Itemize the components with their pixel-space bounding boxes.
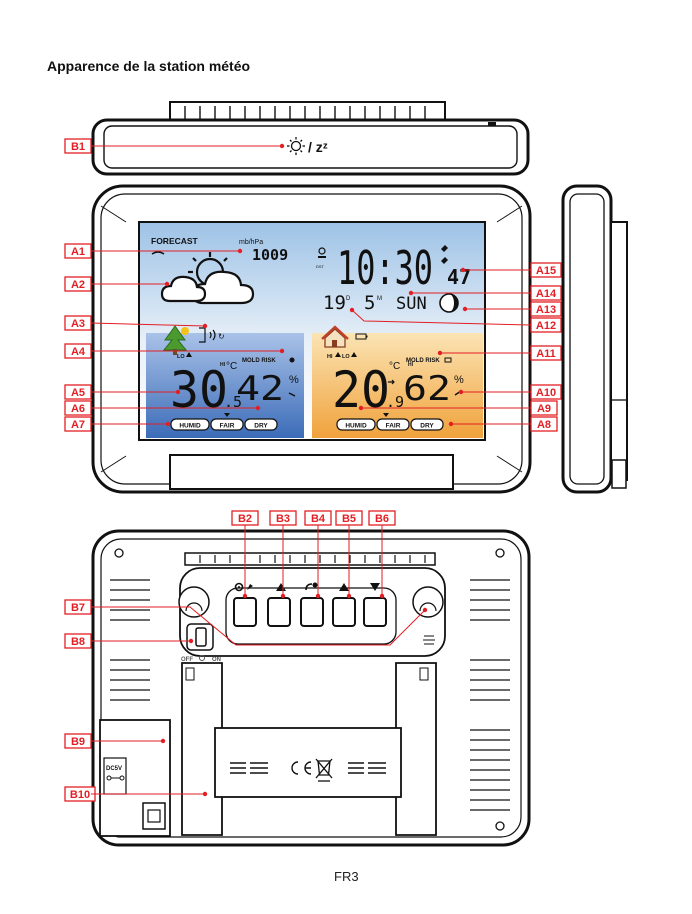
callout-label-b9: B9 [71, 736, 85, 748]
callout-label-b1: B1 [71, 141, 85, 153]
mold-risk-button[interactable] [268, 598, 290, 626]
callout-label-b7: B7 [71, 602, 85, 614]
outdoor-comfort-humid: HUMID [345, 423, 367, 430]
callout-label-b8: B8 [71, 636, 85, 648]
indoor-mold-icon [290, 358, 295, 363]
outdoor-temp-unit: °C [389, 361, 400, 372]
callout-label-a9: A9 [537, 403, 551, 415]
callout-label-a1: A1 [71, 246, 85, 258]
hanging-hole-right [413, 587, 443, 617]
forecast-label: FORECAST [151, 236, 199, 246]
indoor-comfort-humid: HUMID [179, 423, 201, 430]
side-dc-jack [612, 460, 626, 488]
date-day-suffix: D [346, 296, 351, 302]
settings-alarm-button[interactable] [234, 598, 256, 626]
outdoor-comfort-dry: DRY [420, 423, 434, 430]
outdoor-temp: 20 [332, 361, 390, 419]
callout-label-b3: B3 [276, 513, 290, 525]
callout-label-a3: A3 [71, 318, 85, 330]
callout-label-a13: A13 [536, 304, 556, 316]
page-footer: FR3 [334, 869, 359, 884]
callout-label-a4: A4 [71, 346, 86, 358]
callout-label-a10: A10 [536, 387, 556, 399]
hanging-hole-left [179, 587, 209, 617]
outdoor-humidity: 62 [403, 369, 451, 409]
indoor-humidity: 42 [236, 369, 284, 409]
outdoor-humidity-unit: % [454, 374, 464, 386]
indoor-lo-label: LO [177, 354, 185, 360]
up-button[interactable] [333, 598, 355, 626]
indoor-comfort-dry: DRY [254, 423, 268, 430]
callout-label-b2: B2 [238, 513, 252, 525]
front-view [93, 186, 530, 492]
callout-label-a11: A11 [536, 348, 556, 360]
callout-label-a15: A15 [536, 265, 556, 277]
clock-seconds: 47 [447, 265, 471, 289]
down-button[interactable] [364, 598, 386, 626]
callout-label-a5: A5 [71, 387, 85, 399]
indoor-humidity-unit: % [289, 374, 299, 386]
indoor-comfort-bar: HUMID FAIR DRY [171, 419, 277, 430]
date-month-suffix: M [377, 296, 382, 302]
dc-label: DC5V [106, 766, 122, 772]
pressure-value: 1009 [252, 246, 288, 264]
side-stand [611, 222, 627, 480]
dst-label: DST [316, 264, 325, 269]
callout-label-b10: B10 [70, 789, 90, 801]
indoor-comfort-fair: FAIR [220, 423, 235, 430]
callout-label-a6: A6 [71, 403, 85, 415]
indoor-mold-label: MOLD RISK [242, 358, 276, 364]
outdoor-lo-label: LO [342, 354, 350, 360]
date-day: 19 [323, 292, 346, 314]
channel-button[interactable] [301, 598, 323, 626]
power-switch[interactable] [196, 628, 206, 646]
outdoor-hi-label: HI [327, 354, 333, 360]
outdoor-comfort-fair: FAIR [386, 423, 401, 430]
front-foot [170, 455, 453, 489]
moon-phase-icon [440, 294, 458, 312]
weekday: SUN [396, 294, 427, 314]
back-view: OFF ON [93, 531, 529, 845]
back-top-vent [185, 553, 435, 565]
callout-label-b4: B4 [311, 513, 326, 525]
outdoor-mold-label: MOLD RISK [406, 358, 440, 364]
outdoor-comfort-bar: HUMID FAIR DRY [337, 419, 443, 430]
top-clip [488, 122, 496, 126]
side-view [563, 186, 627, 492]
callout-label-b5: B5 [342, 513, 356, 525]
top-view: / zᶻ [93, 102, 528, 174]
pressure-unit: mb/hPa [239, 239, 263, 246]
callout-label-a12: A12 [536, 320, 556, 332]
sensor-channel-text: ↻ [218, 332, 225, 341]
clock-time: 10:30 [337, 241, 433, 295]
stand-leg-right [396, 663, 436, 835]
callout-label-a8: A8 [537, 419, 551, 431]
callout-label-a14: A14 [536, 288, 557, 300]
callout-label-a7: A7 [71, 419, 85, 431]
date-month: 5 [364, 292, 375, 314]
callout-label-a2: A2 [71, 279, 85, 291]
callout-label-b6: B6 [375, 513, 389, 525]
light-sleep-label: / zᶻ [308, 139, 328, 155]
